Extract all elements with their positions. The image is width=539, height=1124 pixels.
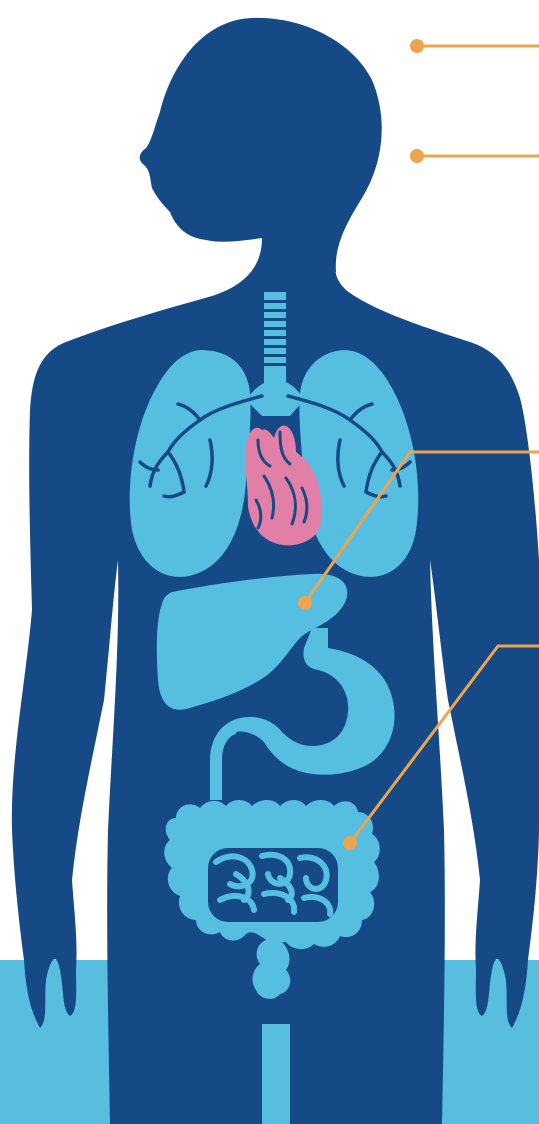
callout-liver-dot [298,596,312,610]
trachea [264,292,286,384]
head [140,18,382,286]
callout-intestines-dot [343,836,357,850]
callout-neck-dot [410,149,424,163]
callout-head-upper-dot [410,39,424,53]
small-intestine [208,848,338,922]
